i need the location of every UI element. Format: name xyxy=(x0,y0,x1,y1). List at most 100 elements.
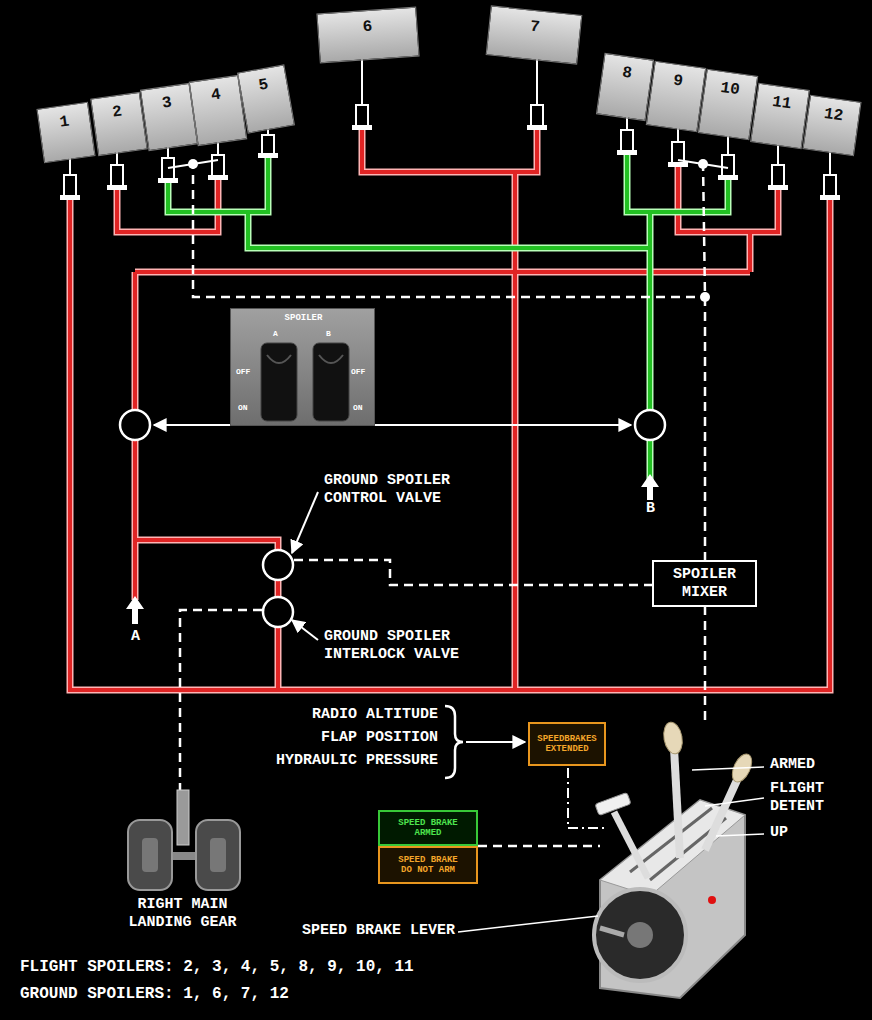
actuator-body xyxy=(111,165,123,186)
guard-switch xyxy=(313,343,349,421)
spoiler-panel: 1 xyxy=(36,102,95,164)
actuator-mount xyxy=(768,185,788,190)
spoiler-panel: 10 xyxy=(698,69,759,141)
linkage-dot xyxy=(700,292,710,302)
actuator-mount xyxy=(60,195,80,200)
input-label: HYDRAULIC PRESSURE xyxy=(274,752,440,770)
panel-number: 9 xyxy=(672,72,684,92)
input-label: FLAP POSITION xyxy=(319,729,440,747)
switch-arrow xyxy=(375,424,631,426)
actuator-body xyxy=(824,175,836,196)
hydraulic-line-a-edge xyxy=(70,200,830,690)
leader-line xyxy=(692,767,764,770)
mixer-box: SPOILER MIXER xyxy=(652,560,757,607)
linkage-dot xyxy=(698,159,708,169)
spoiler-panel: 8 xyxy=(596,53,654,121)
panel-number: 4 xyxy=(210,86,222,106)
panel-number: 3 xyxy=(161,94,173,114)
supply-label: A xyxy=(129,628,142,646)
valve-symbol xyxy=(263,597,293,627)
annunciator-light: SPEED BRAKE ARMED xyxy=(378,810,478,846)
gear-wheel xyxy=(128,820,172,890)
hydraulic-line-a-edge xyxy=(135,269,750,276)
leader-arrow xyxy=(292,492,318,553)
panel-number: 11 xyxy=(771,93,793,114)
guard-switch xyxy=(261,343,297,421)
hydraulic-line-b-edge xyxy=(248,212,650,248)
note: GROUND SPOILERS: 1, 6, 7, 12 xyxy=(18,985,291,1004)
hydraulic-line-a-edge xyxy=(362,130,537,172)
hydraulic-line-b xyxy=(627,155,728,212)
spoiler-panel: 7 xyxy=(486,5,583,64)
spoiler-panel: 9 xyxy=(646,61,707,133)
gear-strut xyxy=(177,790,189,845)
control-link xyxy=(478,845,600,848)
actuator-body xyxy=(722,155,734,176)
switch-label: ON xyxy=(353,403,363,412)
leader-arrow xyxy=(292,620,318,640)
actuator-rod xyxy=(536,55,538,105)
actuator-body xyxy=(772,165,784,186)
spoiler-panel: 11 xyxy=(750,83,810,150)
box-label: SPEED BRAKE ARMED xyxy=(398,818,457,839)
detent-label: ARMED xyxy=(768,756,817,774)
control-link xyxy=(703,162,705,297)
spoiler-panel: 12 xyxy=(802,95,861,157)
thrust-lever-knob xyxy=(661,721,684,756)
actuator-body xyxy=(262,135,274,154)
wheel-hub xyxy=(142,838,158,872)
actuator-mount xyxy=(107,185,127,190)
actuator-body xyxy=(212,155,224,176)
supply-arrow xyxy=(126,596,144,624)
hydraulic-line-b xyxy=(248,212,650,248)
switch-label: B xyxy=(326,329,331,338)
panel-number: 7 xyxy=(529,18,540,37)
trim-wheel-hub xyxy=(627,922,653,948)
actuator-body xyxy=(162,158,174,179)
speed-brake-lever xyxy=(614,812,648,878)
detent-label: UP xyxy=(768,824,790,842)
actuator-mount xyxy=(527,125,547,130)
hydraulic-line-a xyxy=(362,130,537,172)
leader-line xyxy=(705,798,764,806)
switch-label: A xyxy=(273,329,278,338)
panel-number: 1 xyxy=(59,113,71,133)
switch-label: ON xyxy=(238,403,248,412)
control-link xyxy=(704,297,707,560)
control-link xyxy=(704,606,707,722)
actuator-mount xyxy=(352,125,372,130)
detent-label: FLIGHT DETENT xyxy=(768,780,835,816)
annunciator-light: SPEED BRAKE DO NOT ARM xyxy=(378,846,478,884)
valve-symbol xyxy=(263,550,293,580)
thrust-lever xyxy=(705,778,738,850)
control-link xyxy=(193,160,705,297)
actuator-body xyxy=(621,130,633,151)
gear-wheel xyxy=(196,820,240,890)
part-label: RIGHT MAIN LANDING GEAR xyxy=(122,896,243,932)
hydraulic-line-b-edge xyxy=(627,155,728,212)
hydraulic-line-a xyxy=(135,540,278,690)
panel-number: 2 xyxy=(111,103,123,123)
hydraulic-line-a xyxy=(70,200,830,690)
trim-wheel xyxy=(594,889,686,981)
actuator-mount xyxy=(718,175,738,180)
switch-label: OFF xyxy=(351,367,365,376)
switch-label: OFF xyxy=(236,367,250,376)
actuator-mount xyxy=(820,195,840,200)
actuator-body xyxy=(356,105,368,126)
wheel-hub xyxy=(210,838,226,872)
input-label: RADIO ALTITUDE xyxy=(310,706,440,724)
signal-line xyxy=(568,768,604,828)
spoiler-panel: 2 xyxy=(90,92,148,156)
switch-arrow xyxy=(154,424,230,426)
box-label: SPOILER MIXER xyxy=(669,566,741,601)
callout-label: GROUND SPOILER CONTROL VALVE xyxy=(322,472,461,508)
panel-number: 6 xyxy=(362,18,373,37)
actuator-mount xyxy=(258,153,278,158)
actuator-mount xyxy=(208,175,228,180)
actuator-body xyxy=(531,105,543,126)
hydraulic-line-a-edge xyxy=(747,232,754,272)
hydraulic-line-a-edge xyxy=(135,540,278,690)
indicator-dot xyxy=(708,896,716,904)
